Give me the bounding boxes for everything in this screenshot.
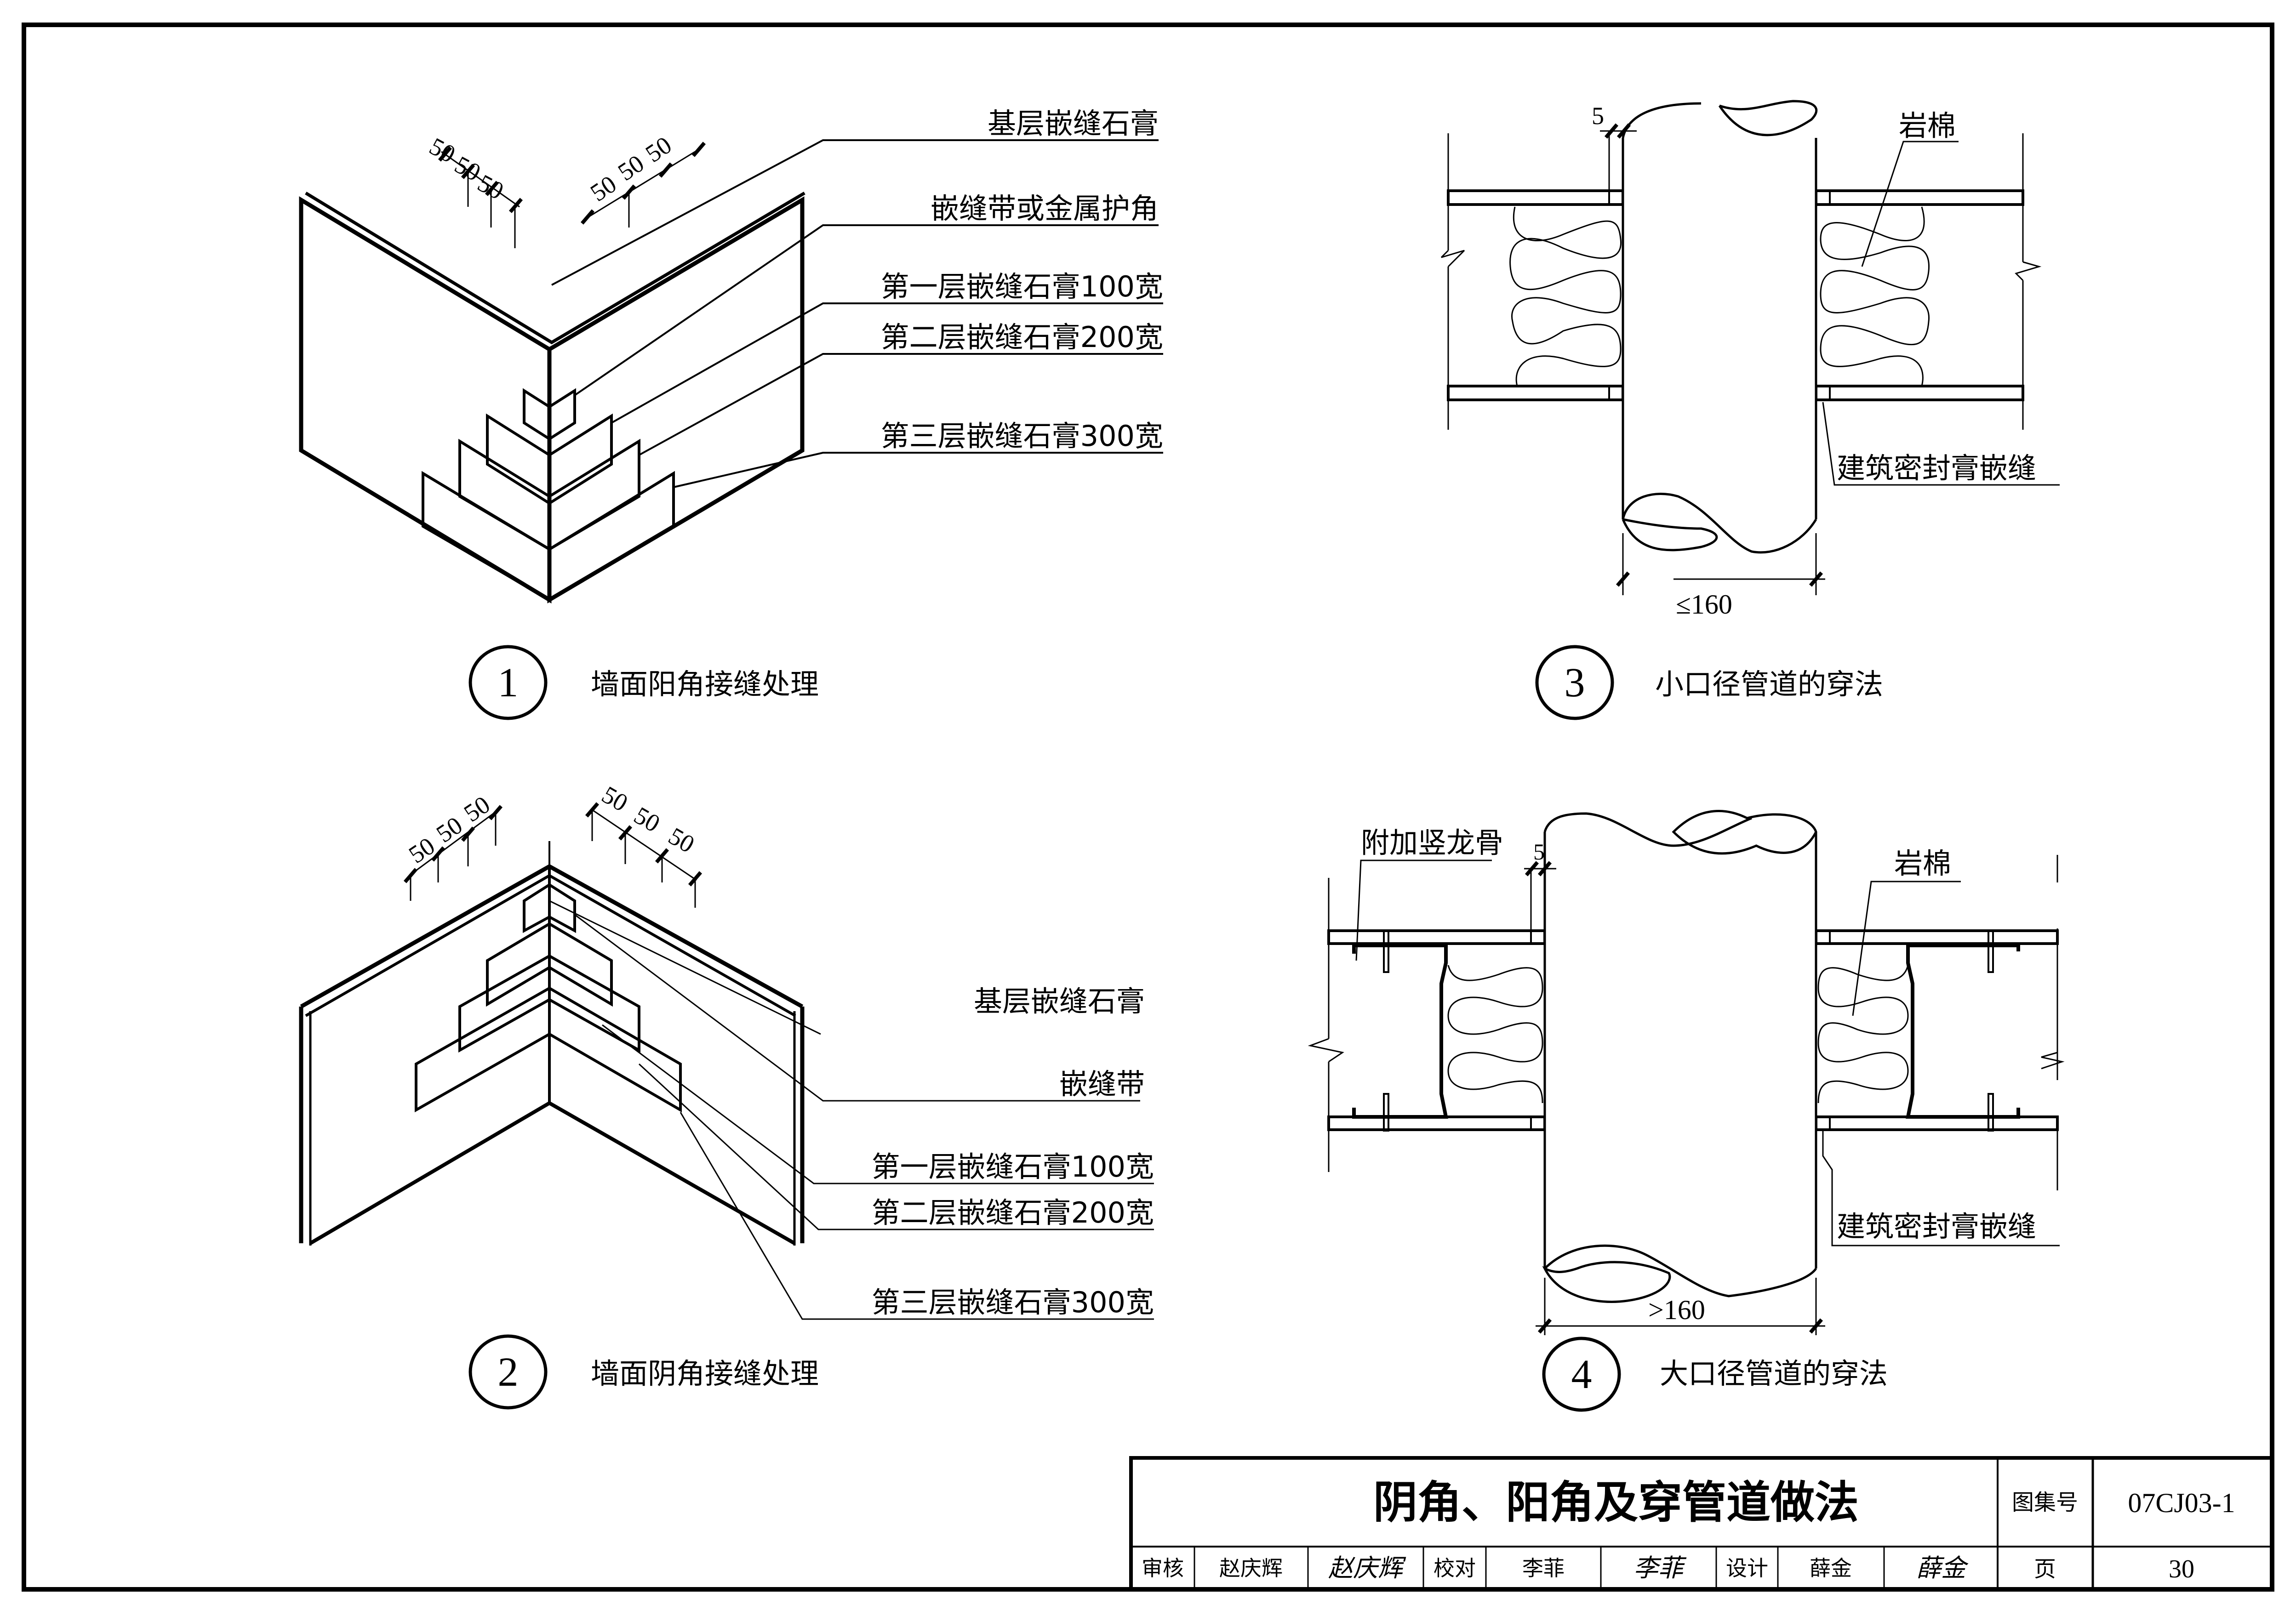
detail-1-caption: 墙面阳角接缝处理 — [591, 667, 819, 701]
detail-3-rock-wool-left — [1509, 206, 1622, 387]
detail-1-label-layer-1: 第一层嵌缝石膏100宽 — [881, 270, 1163, 303]
detail-4-rock-wool-right — [1817, 965, 1909, 1104]
detail-2-number-circle — [468, 1334, 548, 1410]
detail-3-label-sealant: 建筑密封膏嵌缝 — [1837, 451, 2036, 485]
detail-3-caption: 小口径管道的穿法 — [1655, 667, 1883, 701]
title-block: 阴角、阳角及穿管道做法 图集号 07CJ03-1 页 30 审核 赵庆辉 赵庆辉… — [1129, 1456, 2274, 1591]
detail-4-sealant-bl — [1530, 1116, 1546, 1131]
detail-3-sealant-bl — [1608, 385, 1624, 401]
reviewer-name: 赵庆辉 — [1219, 1556, 1283, 1581]
designer-signature: 薛金 — [1916, 1553, 1969, 1582]
detail-1-label-layer-3: 第三层嵌缝石膏300宽 — [881, 419, 1163, 453]
detail-4-gap-dim: 5 — [1533, 839, 1545, 865]
detail-2-dim-right-2: 50 — [629, 801, 665, 837]
detail-2-label-layer-1: 第一层嵌缝石膏100宽 — [872, 1150, 1154, 1184]
detail-4-pipe-bottom-section — [1542, 1261, 1671, 1303]
detail-1-number: 1 — [498, 660, 519, 706]
checker-name: 李菲 — [1522, 1556, 1565, 1581]
detail-3-label-rock-wool: 岩棉 — [1899, 109, 1956, 142]
detail-2-dim-left-3: 50 — [459, 791, 495, 827]
page-number: 30 — [2169, 1555, 2194, 1583]
detail-3-number: 3 — [1565, 660, 1585, 706]
detail-2-label-base-plaster: 基层嵌缝石膏 — [974, 984, 1145, 1018]
detail-2-dim-left-1: 50 — [404, 832, 440, 869]
detail-1-label-tape-or-bead: 嵌缝带或金属护角 — [931, 192, 1159, 225]
detail-1-dim-left-1: 50 — [425, 132, 460, 168]
detail-4-additional-stud-right — [1906, 944, 2020, 1119]
detail-4-pipe-top-section — [1672, 810, 1817, 855]
detail-1-number-circle — [468, 645, 548, 720]
detail-1-right-board — [547, 196, 805, 603]
detail-4-number-circle — [1542, 1337, 1621, 1412]
detail-1-dim-right-3: 50 — [640, 131, 676, 168]
detail-2-label-layer-2: 第二层嵌缝石膏200宽 — [872, 1196, 1154, 1229]
designer-role: 设计 — [1726, 1556, 1768, 1581]
detail-2-dim-right-3: 50 — [664, 822, 699, 858]
reviewer-signature: 赵庆辉 — [1328, 1553, 1406, 1582]
detail-2-label-tape: 嵌缝带 — [1059, 1067, 1145, 1101]
drawing-title: 阴角、阳角及穿管道做法 — [1373, 1477, 1859, 1528]
checker-signature: 李菲 — [1633, 1553, 1687, 1582]
detail-4-screws — [1383, 930, 1994, 1132]
sheet-border — [22, 23, 2274, 1592]
detail-1-left-board — [299, 196, 552, 603]
checker-role: 校对 — [1434, 1556, 1476, 1581]
detail-4-sealant-tr — [1815, 930, 1831, 945]
detail-3-rock-wool-right — [1820, 206, 1930, 387]
detail-1-dim-right-2: 50 — [613, 149, 649, 186]
page-label: 页 — [2034, 1556, 2056, 1582]
detail-1-label-base-plaster: 基层嵌缝石膏 — [988, 107, 1159, 140]
detail-1-dim-right-1: 50 — [585, 170, 621, 207]
detail-3-sealant-br — [1815, 385, 1831, 401]
detail-1-external-corner: 50 50 50 50 50 50 基层嵌缝石膏 嵌缝带或金属护角 第一层嵌缝石… — [299, 107, 1163, 720]
detail-4-rock-wool-left — [1447, 965, 1543, 1104]
atlas-number: 07CJ03-1 — [2128, 1488, 2235, 1518]
detail-2-number: 2 — [498, 1349, 519, 1395]
detail-3-sealant-tr — [1815, 190, 1831, 205]
detail-3-pipe-top-section — [1718, 100, 1818, 137]
detail-4-sealant-tl — [1530, 930, 1546, 945]
detail-2-label-layer-3: 第三层嵌缝石膏300宽 — [872, 1286, 1154, 1319]
atlas-number-label: 图集号 — [2012, 1490, 2078, 1515]
detail-4-sealant-br — [1815, 1116, 1831, 1131]
detail-4-caption: 大口径管道的穿法 — [1660, 1357, 1888, 1390]
detail-3-pipe-bottom-section — [1622, 518, 1718, 552]
detail-4-number: 4 — [1571, 1352, 1592, 1397]
detail-4-large-pipe: 5 >160 附加竖龙骨 岩棉 建筑密封膏嵌缝 4 大口径管道的穿法 — [1308, 810, 2065, 1412]
detail-2-caption: 墙面阴角接缝处理 — [591, 1357, 819, 1390]
detail-4-additional-stud-left — [1352, 944, 1448, 1119]
detail-3-number-circle — [1535, 645, 1614, 720]
detail-2-dim-right-1: 50 — [597, 780, 633, 817]
detail-4-label-rock-wool: 岩棉 — [1894, 847, 1951, 880]
detail-4-label-sealant: 建筑密封膏嵌缝 — [1837, 1210, 2036, 1243]
detail-3-sealant-tl — [1608, 190, 1624, 205]
detail-4-label-additional-stud: 附加竖龙骨 — [1361, 826, 1503, 859]
detail-2-dim-left-2: 50 — [431, 811, 467, 848]
detail-4-width-dim: >160 — [1648, 1295, 1705, 1325]
detail-3-width-dim: ≤160 — [1676, 589, 1732, 620]
detail-3-gap-dim: 5 — [1592, 102, 1604, 130]
detail-1-label-layer-2: 第二层嵌缝石膏200宽 — [881, 320, 1163, 354]
designer-name: 薛金 — [1810, 1556, 1852, 1581]
detail-2-internal-corner: 50 50 50 50 50 50 基层嵌缝石膏 嵌缝带 第一层嵌缝石膏100宽… — [299, 780, 1154, 1410]
detail-3-small-pipe: 5 ≤160 岩棉 建筑密封膏嵌缝 3 小口径管道的穿法 — [1440, 100, 2060, 720]
reviewer-role: 审核 — [1142, 1556, 1184, 1581]
